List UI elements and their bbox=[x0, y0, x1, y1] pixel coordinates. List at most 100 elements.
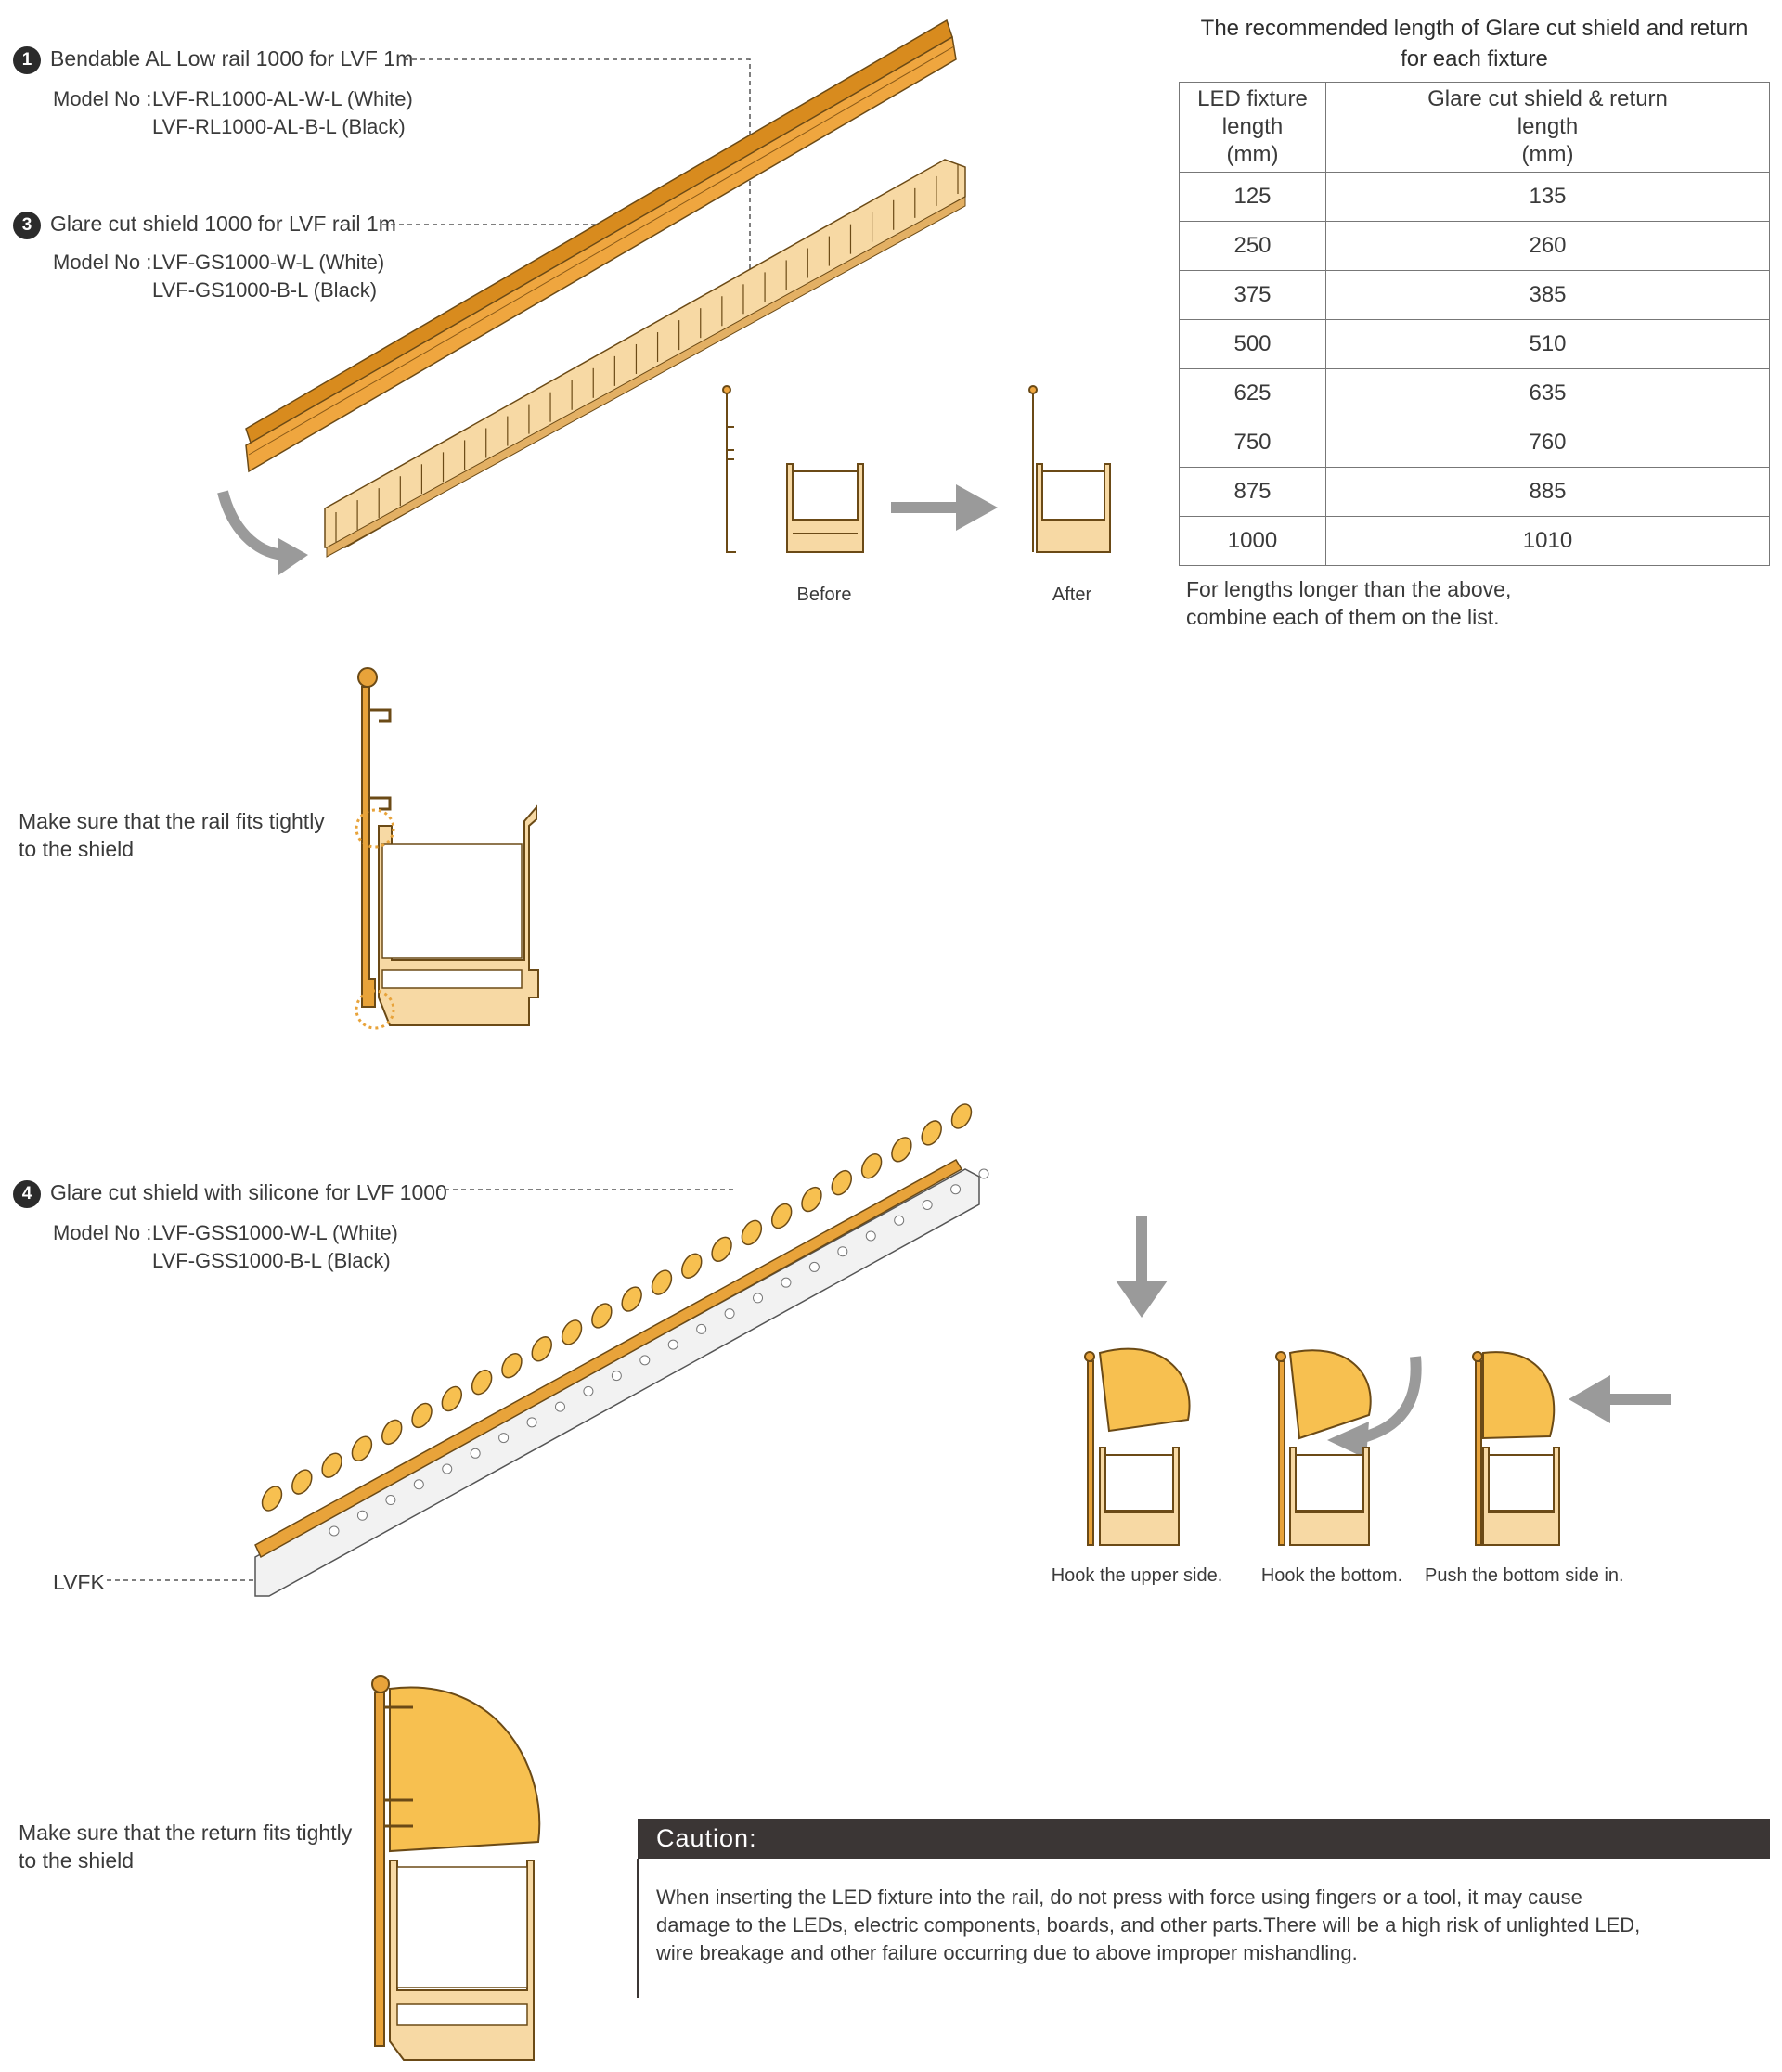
return-fit-note-line-2: to the shield bbox=[19, 1848, 135, 1873]
silicone-piece bbox=[860, 1153, 883, 1179]
shield-length-cell: 260 bbox=[1325, 221, 1770, 271]
lvfk-hole bbox=[950, 1184, 962, 1195]
silicone-piece bbox=[831, 1169, 853, 1196]
lvfk-hole bbox=[978, 1168, 989, 1179]
rail-fit-note: Make sure that the rail fits tightly to … bbox=[19, 807, 325, 863]
table-title: The recommended length of Glare cut shie… bbox=[1179, 13, 1770, 74]
rail-shield-illustration bbox=[217, 19, 1111, 575]
item3-model-white: LVF-GS1000-W-L (White) bbox=[152, 251, 385, 274]
silicone-piece bbox=[741, 1219, 763, 1246]
item1-model-white: LVF-RL1000-AL-W-L (White) bbox=[152, 87, 413, 110]
lvfk-hole bbox=[724, 1308, 735, 1319]
fixture-length-cell: 875 bbox=[1179, 467, 1326, 517]
hook-bottom-caption: Hook the bottom. bbox=[1260, 1565, 1403, 1586]
step1-profile bbox=[1084, 1347, 1191, 1546]
lvfk-hole bbox=[356, 1510, 368, 1521]
return-shield-large-profile bbox=[371, 1675, 541, 2061]
fixture-length-cell: 125 bbox=[1179, 172, 1326, 222]
fixture-length-cell: 375 bbox=[1179, 270, 1326, 320]
table-title-line-1: The recommended length of Glare cut shie… bbox=[1200, 16, 1749, 41]
after-caption: After bbox=[1052, 585, 1092, 605]
caution-heading: Caution: bbox=[638, 1819, 1770, 1859]
item4-title-text: Glare cut shield with silicone for LVF 1… bbox=[50, 1180, 447, 1204]
push-bottom-caption: Push the bottom side in. bbox=[1425, 1565, 1624, 1586]
rail-fit-note-line-1: Make sure that the rail fits tightly bbox=[19, 809, 325, 833]
table-title-line-2: for each fixture bbox=[1401, 46, 1548, 71]
item4-model-black: LVF-GSS1000-B-L (Black) bbox=[152, 1249, 391, 1272]
fit-highlight-bottom-icon bbox=[355, 989, 395, 1030]
lvfk-hole bbox=[583, 1385, 594, 1396]
item4-models: Model No :LVF-GSS1000-W-L (White) LVF-GS… bbox=[53, 1219, 398, 1275]
silicone-piece bbox=[471, 1369, 493, 1396]
lvfk-hole bbox=[413, 1479, 424, 1490]
caution-side-rule bbox=[637, 1859, 639, 1998]
silicone-piece bbox=[531, 1336, 552, 1362]
item3-number: 3 bbox=[13, 211, 41, 239]
step2-profile bbox=[1275, 1349, 1372, 1546]
lvfk-hole bbox=[554, 1401, 565, 1412]
fixture-length-cell: 625 bbox=[1179, 368, 1326, 418]
silicone-piece bbox=[351, 1435, 373, 1461]
hook-upper-caption: Hook the upper side. bbox=[1051, 1565, 1223, 1586]
left-arrow-icon bbox=[1606, 1394, 1671, 1405]
lvfk-hole bbox=[667, 1339, 678, 1350]
return-fit-note-line-1: Make sure that the return fits tightly bbox=[19, 1821, 353, 1845]
silicone-piece bbox=[561, 1319, 583, 1345]
header-a-line-1: LED fixture bbox=[1197, 86, 1308, 111]
lvfk-hole bbox=[329, 1525, 340, 1537]
down-arrow-icon bbox=[1136, 1216, 1147, 1282]
item1-model-label: Model No : bbox=[53, 87, 152, 110]
rail-shield-large-profile bbox=[355, 667, 539, 1030]
after-assembly-profile bbox=[1028, 385, 1111, 553]
item3-title-text: Glare cut shield 1000 for LVF rail 1m bbox=[50, 212, 396, 236]
step3-profile bbox=[1472, 1351, 1560, 1546]
lvfk-hole bbox=[894, 1215, 905, 1226]
item3-models: Model No :LVF-GS1000-W-L (White) LVF-GS1… bbox=[53, 249, 384, 304]
header-a-line-3: (mm) bbox=[1226, 142, 1279, 167]
item1-models: Model No :LVF-RL1000-AL-W-L (White) LVF-… bbox=[53, 85, 413, 141]
lvfk-hole bbox=[865, 1230, 876, 1242]
rail-fit-note-line-2: to the shield bbox=[19, 837, 135, 861]
item1-leader-line bbox=[404, 58, 751, 295]
silicone-shield-illustration bbox=[107, 1103, 989, 1597]
silicone-piece bbox=[261, 1486, 283, 1512]
table-footnote-line-1: For lengths longer than the above, bbox=[1186, 577, 1512, 601]
before-rail-profile bbox=[722, 385, 736, 553]
silicone-piece bbox=[501, 1353, 523, 1379]
lvfk-hole bbox=[753, 1293, 764, 1304]
header-b-line-1: Glare cut shield & return bbox=[1427, 86, 1668, 111]
lvfk-hole bbox=[922, 1199, 933, 1210]
glare-cut-shield bbox=[324, 159, 966, 558]
item4-model-white: LVF-GSS1000-W-L (White) bbox=[152, 1221, 398, 1244]
curved-arrow-icon bbox=[217, 490, 284, 560]
hook-bottom-arrow-icon bbox=[1358, 1356, 1422, 1444]
fixture-length-cell: 1000 bbox=[1179, 516, 1326, 566]
silicone-piece bbox=[591, 1303, 613, 1329]
lvfk-hole bbox=[442, 1463, 453, 1474]
lvfk-hole bbox=[526, 1417, 537, 1428]
item3-title: 3 Glare cut shield 1000 for LVF rail 1m bbox=[13, 210, 396, 239]
item1-title-text: Bendable AL Low rail 1000 for LVF 1m bbox=[50, 46, 414, 71]
before-caption: Before bbox=[796, 585, 852, 605]
silicone-piece bbox=[770, 1203, 793, 1229]
lvfk-label: LVFK bbox=[53, 1570, 105, 1594]
silicone-piece bbox=[681, 1253, 703, 1279]
shield-length-cell: 885 bbox=[1325, 467, 1770, 517]
fixture-length-cell: 250 bbox=[1179, 221, 1326, 271]
length-table: LED fixture length (mm) Glare cut shield… bbox=[1179, 82, 1770, 566]
silicone-piece bbox=[621, 1286, 642, 1312]
lvfk-hole bbox=[696, 1323, 707, 1334]
header-shield-return-length: Glare cut shield & return length (mm) bbox=[1325, 82, 1770, 173]
lvfk-hole bbox=[781, 1277, 792, 1288]
caution-line-2: damage to the LEDs, electric components,… bbox=[656, 1913, 1641, 1937]
shield-length-cell: 760 bbox=[1325, 418, 1770, 468]
table-footnote-line-2: combine each of them on the list. bbox=[1186, 605, 1500, 629]
fixture-length-cell: 750 bbox=[1179, 418, 1326, 468]
silicone-piece bbox=[950, 1103, 973, 1129]
